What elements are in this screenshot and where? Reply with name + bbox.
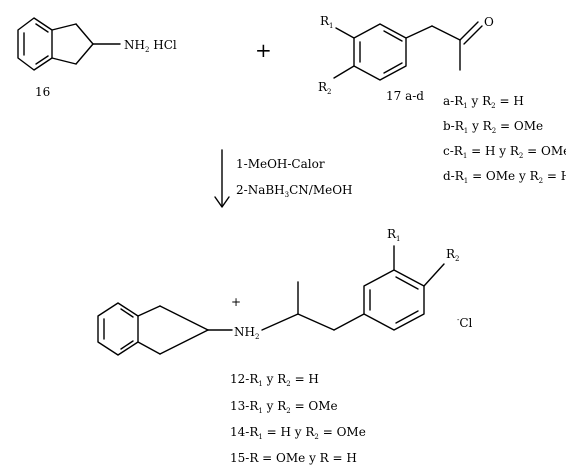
- indane-five-ring-bond: [75, 43, 94, 65]
- reaction-arrow-head: [214, 196, 230, 208]
- product-inner-double-bond: [120, 340, 134, 350]
- indane-five-ring-bond: [51, 23, 77, 31]
- product-r2-label: R2: [446, 247, 460, 263]
- counterion-label: -Cl: [457, 316, 473, 330]
- indane-inner-double-bond: [35, 55, 49, 65]
- product-variant-13: 13-R1 y R2 = OMe: [230, 399, 338, 415]
- indane-five-ring-bond: [51, 57, 77, 65]
- r2-label-17: R2: [318, 80, 332, 96]
- phenylacetone-structure-17: [333, 21, 483, 81]
- reaction-arrow: [214, 149, 230, 208]
- compound-number-16: 16: [35, 85, 50, 99]
- product-r1-label: R1: [387, 227, 401, 243]
- r1-bond-17: [335, 27, 355, 39]
- product-positive-charge: +: [231, 295, 241, 309]
- product-five-ring-bond: [137, 341, 161, 355]
- ketone-oxygen-label: O: [484, 15, 494, 29]
- carbonyl-bond: [459, 21, 479, 41]
- product-phenyl-double-bond: [395, 276, 419, 290]
- phenyl-ring-17: [353, 23, 407, 81]
- product-five-ring-bond: [159, 329, 209, 355]
- indane-inner-double-bond: [35, 23, 49, 33]
- product-variant-15: 15-R = OMe y R = H: [230, 451, 357, 465]
- indane-five-ring-bond: [75, 23, 94, 45]
- product-five-ring-bond: [137, 305, 161, 317]
- product-phenyl-ring: [363, 269, 425, 331]
- reactant-variant-b: b-R1 y R2 = OMe: [443, 119, 543, 135]
- amine-label-16: NH2 HCl: [124, 38, 177, 54]
- phenyl-inner-double-bond: [383, 30, 403, 42]
- product-five-ring-bond: [159, 305, 209, 331]
- phenyl-inner-double-bond: [383, 62, 403, 74]
- product-r2-bond: [423, 263, 445, 287]
- product-variant-12: 12-R1 y R2 = H: [230, 372, 319, 388]
- product-chain-bond: [333, 313, 365, 331]
- reactant-variant-a: a-R1 y R2 = H: [443, 94, 524, 110]
- product-structure: [97, 245, 445, 356]
- product-chain-bond: [261, 313, 299, 331]
- product-inner-double-bond: [120, 308, 134, 318]
- product-phenyl-double-bond: [395, 310, 419, 324]
- chain-bond-17: [431, 25, 461, 41]
- product-variant-14: 14-R1 = H y R2 = OMe: [230, 425, 366, 441]
- product-chain-bond: [297, 313, 335, 331]
- condition-step-2: 2-NaBH3CN/MeOH: [236, 183, 353, 199]
- chain-bond-17: [405, 25, 433, 39]
- condition-step-1: 1-MeOH-Calor: [236, 157, 325, 171]
- plus-sign: +: [255, 38, 272, 62]
- carbonyl-double-bond: [463, 25, 483, 45]
- compound-number-17: 17 a-d: [386, 89, 424, 103]
- reactant-variant-c: c-R1 = H y R2 = OMe: [443, 144, 566, 160]
- indane-benzene-ring: [17, 17, 53, 71]
- r2-bond-17: [333, 65, 355, 79]
- reactant-variant-d: d-R1 = OMe y R2 = H: [443, 169, 566, 185]
- r1-label-17: R1: [320, 14, 334, 30]
- indane-structure-16: [17, 17, 121, 71]
- product-amine-label: NH2: [234, 325, 259, 341]
